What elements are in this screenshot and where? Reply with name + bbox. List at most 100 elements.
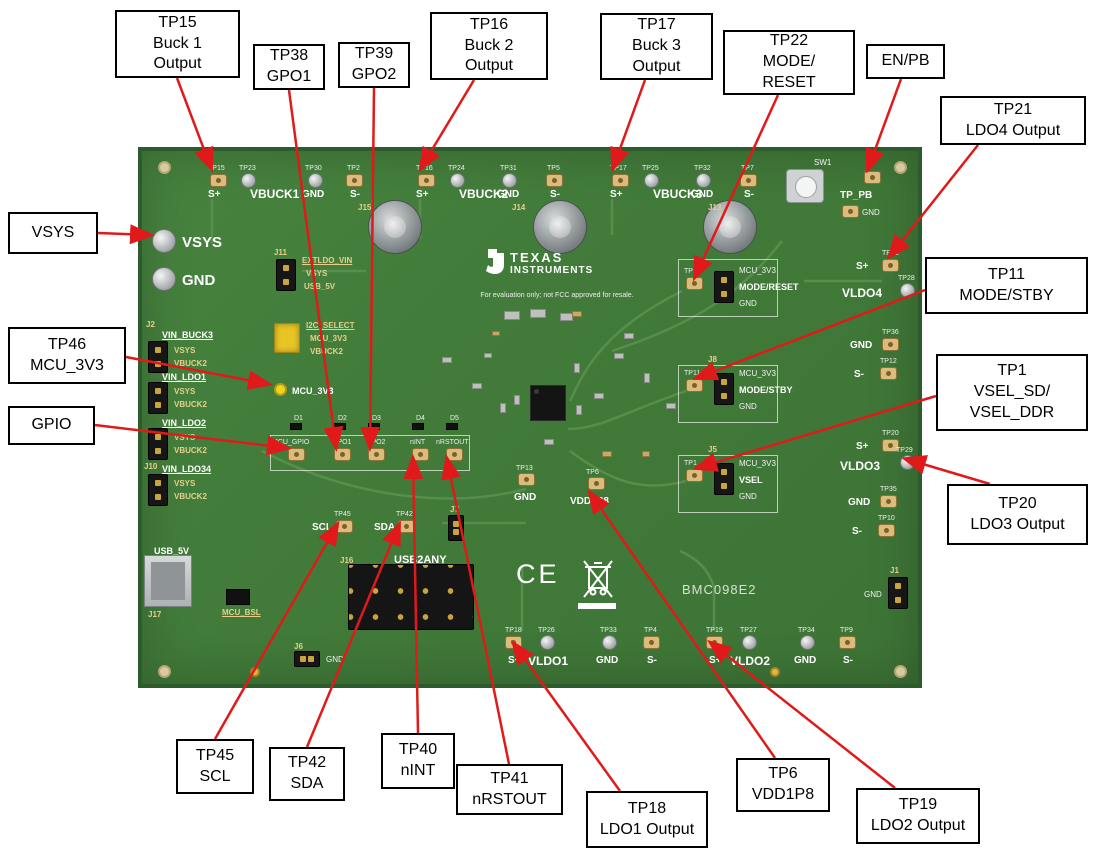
tp31-ref: TP31 bbox=[500, 165, 517, 172]
resistor bbox=[614, 353, 624, 359]
mcu-gpio-pad[interactable] bbox=[288, 448, 305, 461]
weee-bar bbox=[578, 603, 616, 609]
tp40-nint-pad[interactable] bbox=[412, 448, 429, 461]
vin-ldo34-label: VIN_LDO34 bbox=[162, 464, 212, 474]
vin-ldo34-header[interactable] bbox=[148, 474, 168, 506]
pb-gnd-pad[interactable] bbox=[842, 205, 859, 218]
tp41-nrstout-pad[interactable] bbox=[446, 448, 463, 461]
vsys-label: VSYS bbox=[182, 234, 223, 251]
i2c-select-jumper[interactable] bbox=[274, 323, 300, 353]
tp16-s-plus-pad[interactable] bbox=[418, 174, 435, 187]
tp9-s-minus-pad[interactable] bbox=[839, 636, 856, 649]
tp36-ref: TP36 bbox=[882, 329, 899, 336]
tp29-testpoint[interactable] bbox=[900, 455, 915, 470]
callout-tp16-buck2-output: TP16 Buck 2 Output bbox=[430, 12, 548, 80]
callout-en-pb: EN/PB bbox=[866, 44, 945, 79]
tp6-vdd1p8-pad[interactable] bbox=[588, 477, 605, 490]
tp36-gnd-pad[interactable] bbox=[882, 338, 899, 351]
tp34-testpoint[interactable] bbox=[800, 635, 815, 650]
tp15-s-plus-pad[interactable] bbox=[210, 174, 227, 187]
tp4-s-minus-pad[interactable] bbox=[643, 636, 660, 649]
tp16-ref: TP16 bbox=[416, 165, 433, 172]
vin-buck3-header[interactable] bbox=[148, 341, 168, 373]
tp22-pad[interactable] bbox=[686, 277, 703, 290]
en-pb-pushbutton[interactable] bbox=[786, 169, 824, 203]
tp24-testpoint[interactable] bbox=[450, 173, 465, 188]
vin-ldo2-label: VIN_LDO2 bbox=[162, 418, 207, 428]
s-plus-label: S+ bbox=[416, 189, 429, 200]
usb2any-connector[interactable] bbox=[348, 564, 474, 630]
tp1-pad[interactable] bbox=[686, 469, 703, 482]
gnd-testpoint[interactable] bbox=[152, 267, 176, 291]
tp7-s-minus-pad[interactable] bbox=[740, 174, 757, 187]
gnd-label: GND bbox=[596, 655, 619, 666]
gnd-label: GND bbox=[739, 299, 757, 308]
gpo1-label: GPO1 bbox=[332, 439, 352, 446]
tp45-ref: TP45 bbox=[334, 511, 351, 518]
tp2-ref: TP2 bbox=[347, 165, 360, 172]
tp13-gnd-pad[interactable] bbox=[518, 473, 535, 486]
tp31-testpoint[interactable] bbox=[502, 173, 517, 188]
mode-stby-header[interactable] bbox=[714, 373, 734, 405]
vsel-header[interactable] bbox=[714, 463, 734, 495]
mode-reset-header[interactable] bbox=[714, 271, 734, 303]
tp32-ref: TP32 bbox=[694, 165, 711, 172]
tp22-ref: TP22 bbox=[684, 268, 701, 275]
tp32-testpoint[interactable] bbox=[696, 173, 711, 188]
tp42-sda-pad[interactable] bbox=[398, 520, 415, 533]
usb-connector[interactable] bbox=[144, 555, 192, 607]
tp45-scl-pad[interactable] bbox=[336, 520, 353, 533]
tp-pb-pad[interactable] bbox=[864, 171, 881, 184]
callout-tp15-buck1-output: TP15 Buck 1 Output bbox=[115, 10, 240, 78]
extldo-vin-header[interactable] bbox=[276, 259, 296, 291]
tp27-testpoint[interactable] bbox=[742, 635, 757, 650]
mounting-hole bbox=[158, 665, 171, 678]
tp1-ref: TP1 bbox=[684, 460, 697, 467]
s-minus-label: S- bbox=[852, 526, 862, 537]
s-plus-label: S+ bbox=[856, 441, 869, 452]
j15-ref: J15 bbox=[358, 203, 372, 212]
j1-ref: J1 bbox=[890, 566, 899, 575]
gnd-label: GND bbox=[739, 402, 757, 411]
tp10-s-minus-pad[interactable] bbox=[878, 524, 895, 537]
tp2-s-minus-pad[interactable] bbox=[346, 174, 363, 187]
tp21-s-plus-pad[interactable] bbox=[882, 259, 899, 272]
tp46-mcu-3v3-testpoint[interactable] bbox=[274, 383, 287, 396]
tp26-testpoint[interactable] bbox=[540, 635, 555, 650]
ce-mark: CE bbox=[516, 559, 560, 589]
tp18-s-plus-pad[interactable] bbox=[505, 636, 522, 649]
tp35-ref: TP35 bbox=[880, 486, 897, 493]
vldo3-label: VLDO3 bbox=[840, 459, 881, 473]
gold-via bbox=[770, 667, 780, 677]
tp39-gpo2-pad[interactable] bbox=[368, 448, 385, 461]
tp33-testpoint[interactable] bbox=[602, 635, 617, 650]
tp19-ref: TP19 bbox=[706, 627, 723, 634]
tp19-s-plus-pad[interactable] bbox=[706, 636, 723, 649]
capacitor bbox=[642, 451, 650, 457]
callout-tp21-ldo4-output: TP21 LDO4 Output bbox=[940, 96, 1086, 145]
tp12-s-minus-pad[interactable] bbox=[880, 367, 897, 380]
vsys-option-label: VSYS bbox=[174, 346, 196, 355]
tp28-testpoint[interactable] bbox=[900, 283, 915, 298]
tp38-gpo1-pad[interactable] bbox=[334, 448, 351, 461]
tp35-gnd-pad[interactable] bbox=[880, 495, 897, 508]
j7-header[interactable] bbox=[448, 515, 464, 541]
j2-ref: J2 bbox=[146, 320, 155, 329]
s-minus-label: S- bbox=[647, 655, 657, 666]
vsys-option-label: VSYS bbox=[306, 269, 328, 278]
tp25-testpoint[interactable] bbox=[644, 173, 659, 188]
i2c-select-label: I2C_SELECT bbox=[306, 321, 355, 330]
tp30-testpoint[interactable] bbox=[308, 173, 323, 188]
tp5-s-minus-pad[interactable] bbox=[546, 174, 563, 187]
callout-tp41-nrstout: TP41 nRSTOUT bbox=[456, 764, 563, 815]
vin-ldo2-header[interactable] bbox=[148, 428, 168, 460]
tp11-pad[interactable] bbox=[686, 379, 703, 392]
vin-ldo1-header[interactable] bbox=[148, 382, 168, 414]
tp23-testpoint[interactable] bbox=[241, 173, 256, 188]
vsys-testpoint[interactable] bbox=[152, 229, 176, 253]
j1-header[interactable] bbox=[888, 577, 908, 609]
tp26-ref: TP26 bbox=[538, 627, 555, 634]
vbuck2-label: VBUCK2 bbox=[459, 187, 509, 201]
j6-header[interactable] bbox=[294, 651, 320, 667]
tp17-s-plus-pad[interactable] bbox=[612, 174, 629, 187]
